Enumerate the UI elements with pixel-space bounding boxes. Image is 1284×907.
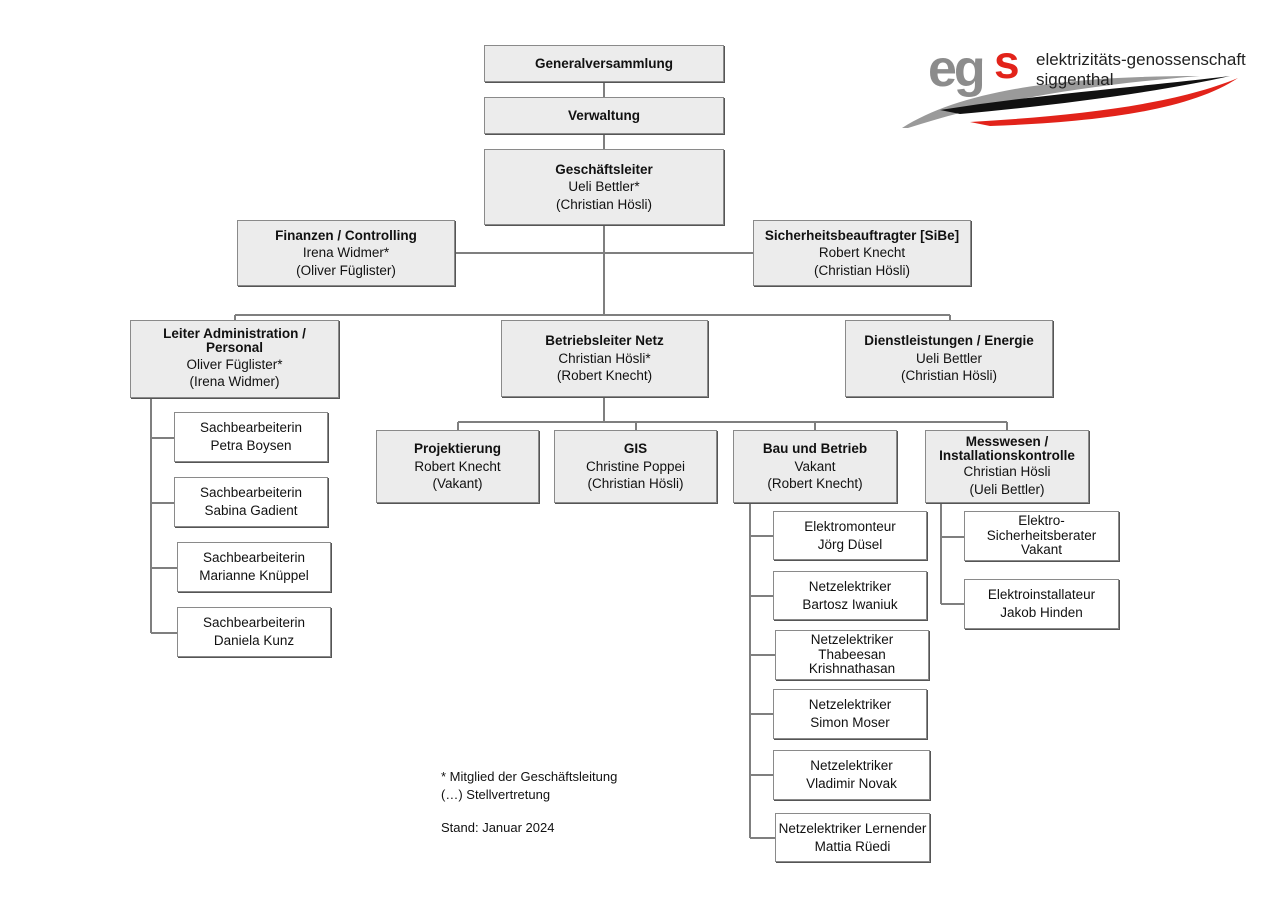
legend-deputy-note: (…) Stellvertretung	[441, 786, 551, 802]
box-deputy: (Oliver Füglister)	[296, 262, 396, 278]
staff-box-mess-1: Elektro-Sicherheitsberater Vakant	[964, 511, 1119, 561]
box-title: Geschäftsleiter	[555, 161, 653, 177]
box-name: Robert Knecht	[414, 458, 501, 474]
box-projektierung: Projektierung Robert Knecht (Vakant)	[376, 430, 539, 503]
box-generalversammlung: Generalversammlung	[484, 45, 724, 82]
logo-line2: siggenthal	[1036, 69, 1114, 89]
box-name: Christian Hösli*	[558, 350, 651, 366]
staff-box-bau-3: Netzelektriker Thabeesan Krishnathasan	[775, 630, 929, 680]
box-betriebsleiter-netz: Betriebsleiter Netz Christian Hösli* (Ro…	[501, 320, 708, 397]
box-name: Robert Knecht	[818, 245, 906, 261]
staff-box-bau-6: Netzelektriker Lernender Mattia Rüedi	[775, 813, 930, 862]
box-title: GIS	[623, 441, 648, 457]
box-title: Generalversammlung	[534, 55, 674, 71]
staff-role: Netzelektriker	[808, 697, 892, 713]
staff-role: Sachbearbeiterin	[202, 550, 306, 566]
box-deputy: (Irena Widmer)	[189, 374, 280, 390]
staff-name: Vakant	[1020, 542, 1063, 558]
logo-swoosh-black	[940, 76, 1230, 114]
box-messwesen: Messwesen / Installationskontrolle Chris…	[925, 430, 1089, 503]
staff-role: Sachbearbeiterin	[202, 615, 306, 631]
logo-swoosh-grey	[902, 76, 1200, 128]
box-deputy: (Vakant)	[432, 476, 483, 492]
box-title-line1: Messwesen /	[965, 433, 1049, 449]
staff-box-bau-5: Netzelektriker Vladimir Novak	[773, 750, 930, 800]
staff-name: Mattia Rüedi	[814, 838, 891, 854]
staff-box-bau-1: Elektromonteur Jörg Düsel	[773, 511, 927, 560]
box-gis: GIS Christine Poppei (Christian Hösli)	[554, 430, 717, 503]
staff-box-admin-1: Sachbearbeiterin Petra Boysen	[174, 412, 328, 462]
staff-name: Sabina Gadient	[204, 503, 298, 518]
staff-box-mess-2: Elektroinstallateur Jakob Hinden	[964, 579, 1119, 629]
box-admin: Leiter Administration / Personal Oliver …	[130, 320, 339, 398]
box-name: Ueli Bettler*	[568, 179, 640, 195]
logo-mark-s: s	[994, 36, 1020, 88]
staff-role: Netzelektriker	[808, 578, 892, 594]
staff-role: Sachbearbeiterin	[199, 420, 303, 436]
box-title-line2: Installationskontrolle	[939, 447, 1075, 463]
box-title: Finanzen / Controlling	[275, 227, 417, 243]
box-name: Oliver Füglister*	[186, 356, 283, 372]
box-deputy: (Christian Hösli)	[555, 196, 653, 212]
staff-role: Netzelektriker	[810, 758, 893, 774]
box-bau-betrieb: Bau und Betrieb Vakant (Robert Knecht)	[733, 430, 897, 503]
box-deputy: (Ueli Bettler)	[969, 481, 1045, 497]
staff-name: Daniela Kunz	[213, 633, 295, 648]
logo-mark-eg: eg	[928, 40, 983, 98]
box-title: Betriebsleiter Netz	[545, 333, 664, 349]
legend: * Mitglied der Geschäftsleitung (…) Stel…	[441, 768, 617, 837]
staff-role: Elektromonteur	[804, 518, 896, 534]
box-deputy: (Robert Knecht)	[556, 368, 653, 384]
staff-name: Marianne Knüppel	[199, 568, 309, 583]
staff-name: Petra Boysen	[210, 438, 292, 453]
staff-role: Netzelektriker Lernender	[778, 820, 927, 836]
box-name: Christian Hösli	[963, 464, 1051, 480]
staff-name: Jörg Düsel	[817, 536, 883, 552]
box-deputy: (Christian Hösli)	[900, 368, 998, 384]
staff-box-bau-2: Netzelektriker Bartosz Iwaniuk	[773, 571, 927, 620]
staff-role: Elektro-Sicherheitsberater	[986, 512, 1097, 543]
box-deputy: (Christian Hösli)	[587, 476, 684, 492]
box-name: Irena Widmer*	[302, 245, 390, 261]
staff-box-admin-3: Sachbearbeiterin Marianne Knüppel	[177, 542, 331, 592]
logo-text: elektrizitäts-genossenschaft siggenthal	[1036, 50, 1246, 89]
box-title: Projektierung	[413, 441, 502, 457]
staff-role: Netzelektriker	[810, 631, 894, 647]
staff-name: Vladimir Novak	[806, 776, 897, 791]
box-dienstleistungen: Dienstleistungen / Energie Ueli Bettler …	[845, 320, 1053, 397]
staff-name: Bartosz Iwaniuk	[802, 596, 898, 612]
legend-member-note: * Mitglied der Geschäftsleitung	[441, 769, 618, 784]
staff-role: Elektroinstallateur	[987, 587, 1096, 603]
staff-box-admin-2: Sachbearbeiterin Sabina Gadient	[174, 477, 328, 527]
staff-name: Simon Moser	[810, 715, 890, 730]
box-title: Verwaltung	[567, 107, 640, 123]
box-geschaeftsleiter: Geschäftsleiter Ueli Bettler* (Christian…	[484, 149, 724, 225]
staff-box-admin-4: Sachbearbeiterin Daniela Kunz	[177, 607, 331, 657]
box-title-line1: Leiter Administration /	[163, 326, 306, 342]
box-deputy: (Robert Knecht)	[767, 476, 863, 492]
legend-date: Stand: Januar 2024	[441, 820, 555, 836]
box-finanzen: Finanzen / Controlling Irena Widmer* (Ol…	[237, 220, 455, 286]
box-title-line2: Personal	[205, 340, 264, 356]
egs-logo: eg s	[902, 36, 1238, 128]
box-title: Dienstleistungen / Energie	[864, 333, 1034, 349]
box-title: Sicherheitsbeauftragter [SiBe]	[764, 227, 960, 243]
box-deputy: (Christian Hösli)	[813, 262, 911, 278]
box-name: Ueli Bettler	[915, 350, 983, 366]
box-name: Christine Poppei	[585, 458, 686, 474]
box-sibe: Sicherheitsbeauftragter [SiBe] Robert Kn…	[753, 220, 971, 286]
box-title: Bau und Betrieb	[762, 441, 868, 457]
logo-swoosh-red	[970, 78, 1238, 126]
staff-name: Jakob Hinden	[1000, 605, 1083, 620]
staff-role: Sachbearbeiterin	[199, 485, 303, 501]
box-name: Vakant	[794, 458, 836, 474]
staff-box-bau-4: Netzelektriker Simon Moser	[773, 689, 927, 739]
box-verwaltung: Verwaltung	[484, 97, 724, 134]
staff-name: Thabeesan Krishnathasan	[808, 646, 896, 677]
logo-line1: elektrizitäts-genossenschaft	[1036, 50, 1246, 69]
